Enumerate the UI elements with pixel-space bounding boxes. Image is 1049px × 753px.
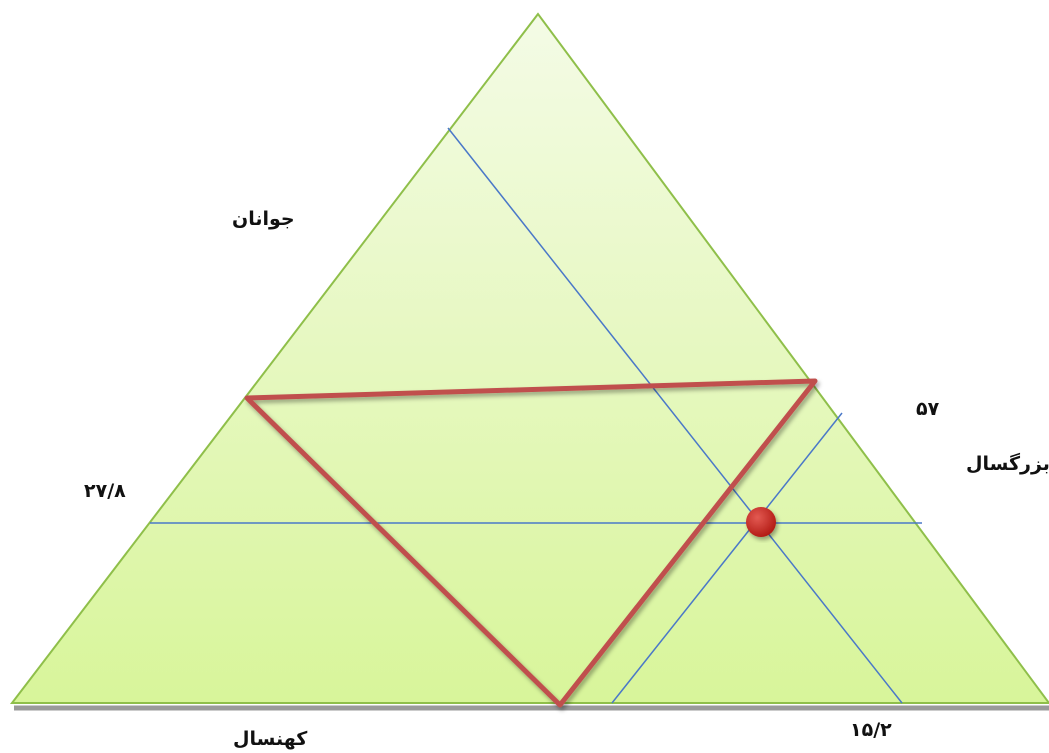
label-old: کهنسال [233,728,308,750]
grid-line-ascending [611,412,843,704]
value-left: ۲۷/۸ [84,480,126,502]
label-young: جوانان [232,208,295,230]
data-point [746,507,776,537]
highlight-triangle [244,378,818,708]
label-adult: بزرگسال [966,453,1049,475]
grid-line-descending [447,127,903,704]
main-triangle [9,12,1049,704]
value-right: ۵۷ [916,398,940,420]
value-bottom: ۱۵/۲ [850,719,892,741]
